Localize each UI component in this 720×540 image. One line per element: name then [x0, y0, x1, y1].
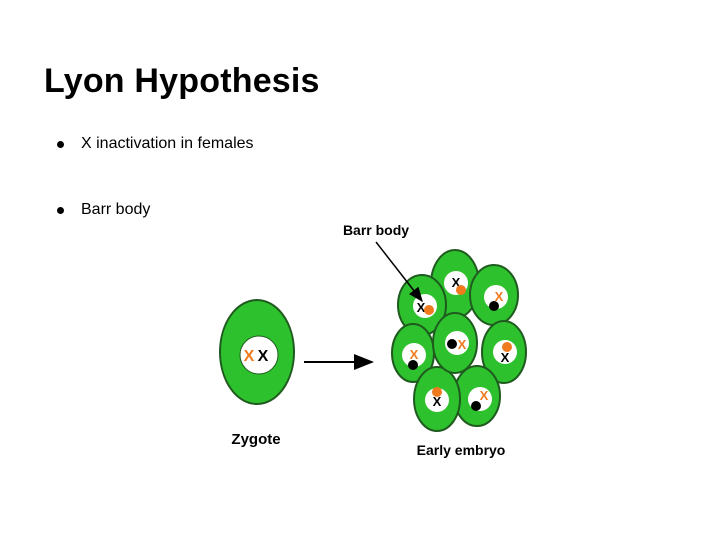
zygote-label: Zygote [231, 431, 280, 448]
active-x-chromosome: X [501, 350, 510, 365]
inactive-x-chromosome: X [244, 348, 255, 365]
active-x-chromosome: X [452, 275, 461, 290]
inactive-x-chromosome: X [458, 337, 467, 352]
bullet-dot-icon [57, 206, 64, 214]
bullet-list: X inactivation in females Barr body [54, 0, 374, 240]
barr-body-dot [502, 342, 512, 352]
active-x-chromosome: X [433, 394, 442, 409]
barr-body-dot [432, 387, 442, 397]
embryo-cell: X [469, 264, 519, 326]
inactive-x-chromosome: X [410, 347, 419, 362]
active-x-chromosome: X [417, 300, 426, 315]
barr-body-label: Barr body [343, 222, 409, 238]
embryo-cell: X [432, 312, 478, 374]
inactive-x-chromosome: X [480, 388, 489, 403]
barr-body-pointer-arrow [375, 241, 423, 303]
zygote-cell: X X [219, 299, 295, 405]
early-embryo-label: Early embryo [417, 442, 506, 458]
bullet-item: Barr body [54, 201, 150, 219]
embryo-cell: X [413, 366, 461, 432]
barr-body-dot [424, 305, 434, 315]
bullet-item: X inactivation in females [54, 135, 254, 153]
barr-body-dot [456, 285, 466, 295]
active-x-chromosome: X [258, 348, 269, 365]
bullet-dot-icon [57, 140, 64, 148]
bullet-text: Barr body [81, 201, 151, 218]
embryo-cell: X [481, 320, 527, 384]
slide-title: Lyon Hypothesis [44, 62, 320, 100]
inactive-x-chromosome: X [495, 289, 504, 304]
early-embryo-cluster: X X X X X X [391, 249, 527, 432]
bullet-text: X inactivation in females [81, 135, 254, 152]
